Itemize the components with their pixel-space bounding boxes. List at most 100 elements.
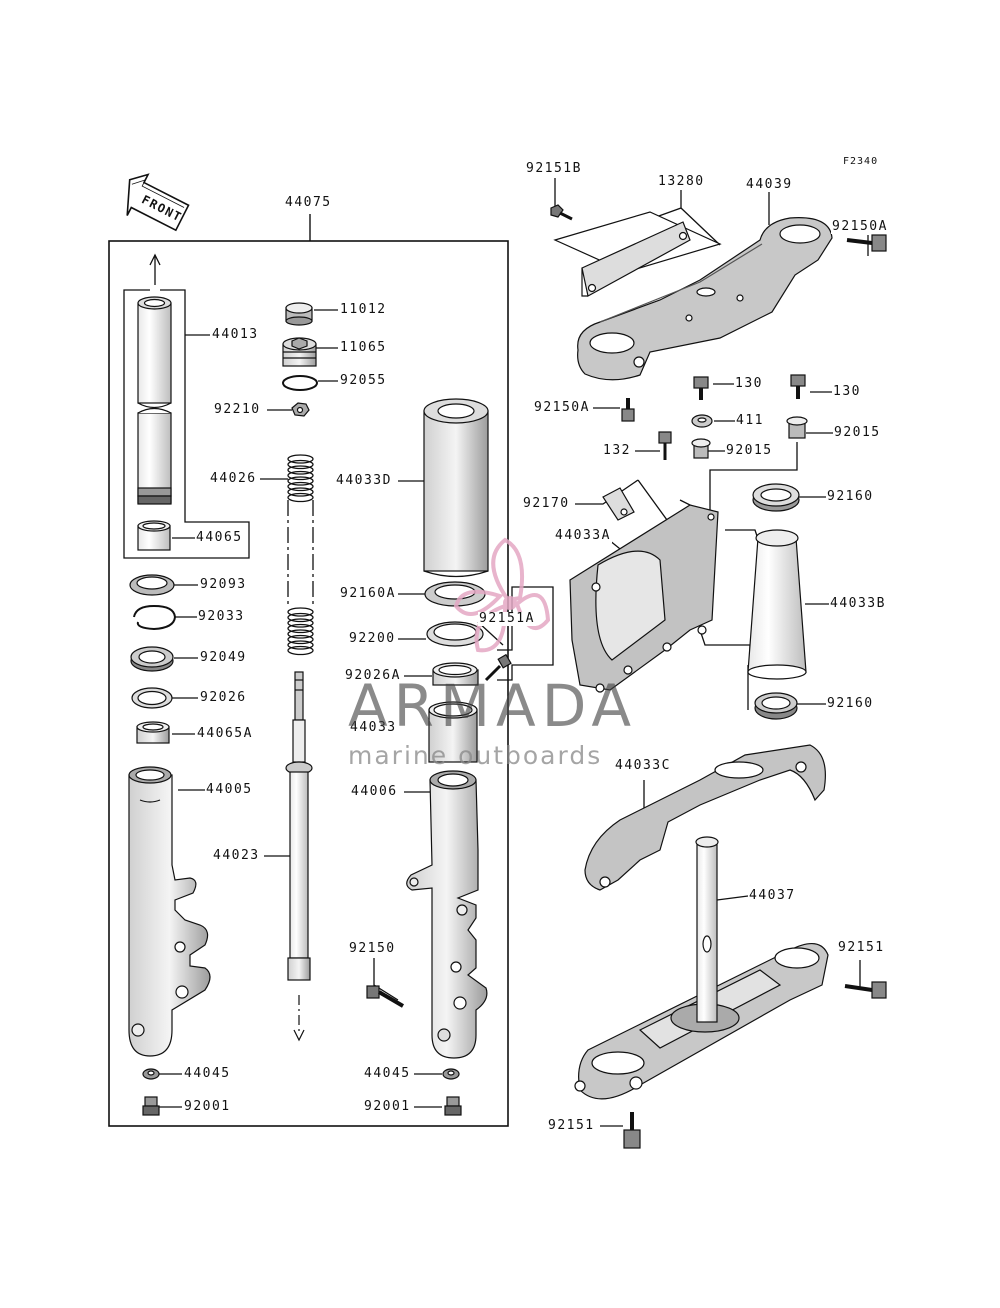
washer-411: [691, 414, 713, 428]
spring-coil: [287, 481, 314, 492]
spring-coil: [287, 612, 314, 623]
part-label-92160-top: 92160: [826, 489, 875, 504]
spring-coil: [287, 640, 314, 650]
clip-92170: [602, 487, 635, 521]
bolt-132: [658, 431, 672, 460]
part-label-92200: 92200: [348, 631, 397, 646]
bushing-44065A: [136, 721, 170, 744]
bolt-130-a: [693, 376, 709, 400]
part-label-92049: 92049: [199, 650, 248, 665]
part-label-92055: 92055: [339, 373, 388, 388]
bolt-92001-left: [142, 1096, 160, 1116]
part-label-44065: 44065: [195, 530, 244, 545]
washer-92026: [131, 687, 173, 709]
spring-coil: [287, 618, 314, 628]
damper-rod-44023: [285, 671, 313, 1042]
part-label-44033D: 44033D: [335, 473, 393, 488]
collar-92015-b: [786, 416, 808, 439]
part-label-92033: 92033: [197, 609, 246, 624]
spring-coil: [287, 476, 314, 486]
part-label-92210: 92210: [213, 402, 262, 417]
inner-tube-44013: [137, 296, 172, 505]
part-label-44033: 44033: [349, 720, 398, 735]
bolt-92151B: [550, 204, 573, 221]
part-label-44026: 44026: [209, 471, 258, 486]
cone-cover-44033B: [747, 529, 807, 680]
part-label-44045-right: 44045: [363, 1066, 412, 1081]
watermark-subtitle: marine outboards: [348, 741, 603, 770]
bolt-92151A: [484, 653, 512, 682]
spring-coil: [287, 645, 314, 656]
upper-clamp-44039: [577, 217, 833, 381]
spring-44026: [287, 454, 314, 656]
part-label-44033A: 44033A: [554, 528, 612, 543]
bolt-92151-right: [844, 981, 887, 999]
cover-44033A: [569, 504, 719, 693]
part-label-92150A-left: 92150A: [533, 400, 591, 415]
part-label-44006: 44006: [350, 784, 399, 799]
part-label-92026: 92026: [199, 690, 248, 705]
figure-code: F2340: [843, 156, 879, 167]
watermark-title: ARMADA: [348, 672, 638, 740]
o-ring-92055: [282, 375, 318, 391]
plate-13280: [553, 211, 722, 297]
part-label-44023: 44023: [212, 848, 261, 863]
part-label-44039: 44039: [745, 177, 794, 192]
part-label-44013: 44013: [211, 327, 260, 342]
bolt-130-b: [790, 374, 806, 399]
spring-coil: [287, 454, 314, 464]
sub-box-44013: [123, 289, 250, 559]
steering-stem-44037: [574, 836, 829, 1100]
part-label-92151B: 92151B: [525, 161, 583, 176]
part-label-44075: 44075: [284, 195, 333, 210]
outer-tube-44005: [128, 766, 211, 1057]
part-label-92151A: 92151A: [478, 611, 536, 626]
part-label-130-b: 130: [832, 384, 862, 399]
spring-coil: [287, 470, 314, 481]
part-label-92151-right: 92151: [837, 940, 886, 955]
collar-44033: [428, 701, 478, 763]
part-label-44033B: 44033B: [829, 596, 887, 611]
part-label-44045-left: 44045: [183, 1066, 232, 1081]
part-label-92093: 92093: [199, 577, 248, 592]
cap-11012: [285, 302, 313, 326]
part-label-92150A-top: 92150A: [831, 219, 889, 234]
part-label-92015-a: 92015: [725, 443, 774, 458]
cap-bolt-11065: [282, 337, 317, 367]
part-label-92001-left: 92001: [183, 1099, 232, 1114]
clamp-92026A: [432, 662, 479, 686]
ring-92160A: [424, 581, 486, 607]
part-label-13280: 13280: [657, 174, 706, 189]
nut-92210: [291, 402, 310, 417]
part-label-92160A: 92160A: [339, 586, 397, 601]
part-label-92026A: 92026A: [344, 668, 402, 683]
clip-92033: [133, 604, 177, 631]
outer-tube-44006: [406, 770, 488, 1059]
oil-seal-92049: [130, 646, 174, 672]
part-label-92170: 92170: [522, 496, 571, 511]
part-label-44065A: 44065A: [196, 726, 254, 741]
ring-92160-bottom: [754, 692, 798, 720]
part-label-44033C: 44033C: [614, 758, 672, 773]
part-label-92001-right: 92001: [363, 1099, 412, 1114]
spring-coil: [287, 623, 314, 634]
part-label-44005: 44005: [205, 782, 254, 797]
collar-92015-a: [691, 438, 711, 459]
bracket-44033C: [584, 744, 826, 891]
bolt-92150A-left: [621, 398, 635, 422]
sleeve-44033D: [423, 398, 489, 578]
ring-92160-top: [752, 483, 800, 512]
part-label-44037: 44037: [748, 888, 797, 903]
part-label-92015-b: 92015: [833, 425, 882, 440]
part-label-11065: 11065: [339, 340, 388, 355]
part-label-132: 132: [602, 443, 632, 458]
part-label-411: 411: [735, 413, 765, 428]
spring-coil: [287, 634, 314, 645]
part-label-92150: 92150: [348, 941, 397, 956]
part-label-92160-bottom: 92160: [826, 696, 875, 711]
bolt-92150: [366, 985, 405, 1008]
seal-92093: [129, 574, 175, 596]
spring-coil: [287, 492, 314, 503]
bolt-92151-bottom: [623, 1112, 641, 1149]
assembly-box: [108, 240, 509, 1127]
